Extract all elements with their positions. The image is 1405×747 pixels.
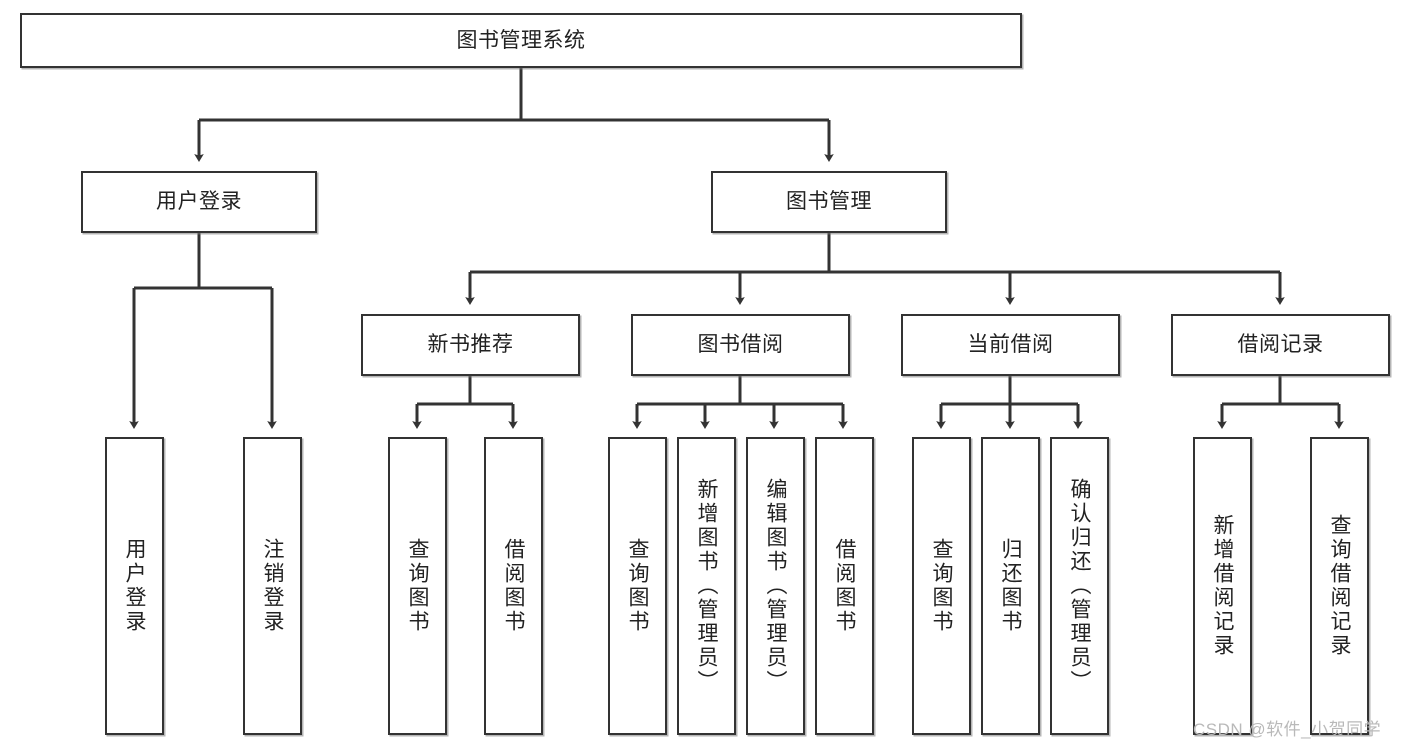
leaf-current-borrow-query-book[interactable]: 查询图书 bbox=[912, 437, 971, 735]
leaf-user-login-login[interactable]: 用户登录 bbox=[105, 437, 164, 735]
node-label: 新增图书（管理员） bbox=[695, 478, 718, 694]
leaf-borrow-record-query-record[interactable]: 查询借阅记录 bbox=[1310, 437, 1369, 735]
node-label: 查询图书 bbox=[930, 538, 953, 634]
node-user-login[interactable]: 用户登录 bbox=[81, 171, 317, 233]
node-label: 用户登录 bbox=[156, 190, 242, 214]
leaf-new-book-borrow-book[interactable]: 借阅图书 bbox=[484, 437, 543, 735]
leaf-book-borrow-query-book[interactable]: 查询图书 bbox=[608, 437, 667, 735]
node-book-borrow[interactable]: 图书借阅 bbox=[631, 314, 850, 376]
leaf-current-borrow-confirm-return-admin[interactable]: 确认归还（管理员） bbox=[1050, 437, 1109, 735]
leaf-new-book-query-book[interactable]: 查询图书 bbox=[388, 437, 447, 735]
node-label: 借阅图书 bbox=[833, 538, 856, 634]
node-label: 新书推荐 bbox=[427, 333, 514, 357]
node-label: 归还图书 bbox=[999, 538, 1022, 634]
node-book-management[interactable]: 图书管理 bbox=[711, 171, 947, 233]
node-new-book-recommend[interactable]: 新书推荐 bbox=[361, 314, 580, 376]
node-root-book-management-system[interactable]: 图书管理系统 bbox=[20, 13, 1022, 68]
node-label: 当前借阅 bbox=[967, 333, 1054, 357]
node-label: 图书管理系统 bbox=[456, 28, 586, 52]
node-borrow-record[interactable]: 借阅记录 bbox=[1171, 314, 1390, 376]
node-label: 新增借阅记录 bbox=[1211, 514, 1234, 658]
node-label: 图书借阅 bbox=[697, 333, 784, 357]
node-label: 查询图书 bbox=[626, 538, 649, 634]
node-label: 借阅记录 bbox=[1237, 333, 1324, 357]
leaf-user-login-logout[interactable]: 注销登录 bbox=[243, 437, 302, 735]
node-current-borrow[interactable]: 当前借阅 bbox=[901, 314, 1120, 376]
node-label: 查询借阅记录 bbox=[1328, 514, 1351, 658]
leaf-book-borrow-borrow-book[interactable]: 借阅图书 bbox=[815, 437, 874, 735]
node-label: 借阅图书 bbox=[502, 538, 525, 634]
leaf-current-borrow-return-book[interactable]: 归还图书 bbox=[981, 437, 1040, 735]
node-label: 图书管理 bbox=[786, 190, 872, 214]
node-label: 用户登录 bbox=[123, 538, 146, 634]
leaf-borrow-record-add-record[interactable]: 新增借阅记录 bbox=[1193, 437, 1252, 735]
node-label: 查询图书 bbox=[406, 538, 429, 634]
leaf-book-borrow-edit-book-admin[interactable]: 编辑图书（管理员） bbox=[746, 437, 805, 735]
node-label: 确认归还（管理员） bbox=[1068, 478, 1091, 694]
node-label: 编辑图书（管理员） bbox=[764, 478, 787, 694]
node-label: 注销登录 bbox=[261, 538, 284, 634]
leaf-book-borrow-add-book-admin[interactable]: 新增图书（管理员） bbox=[677, 437, 736, 735]
